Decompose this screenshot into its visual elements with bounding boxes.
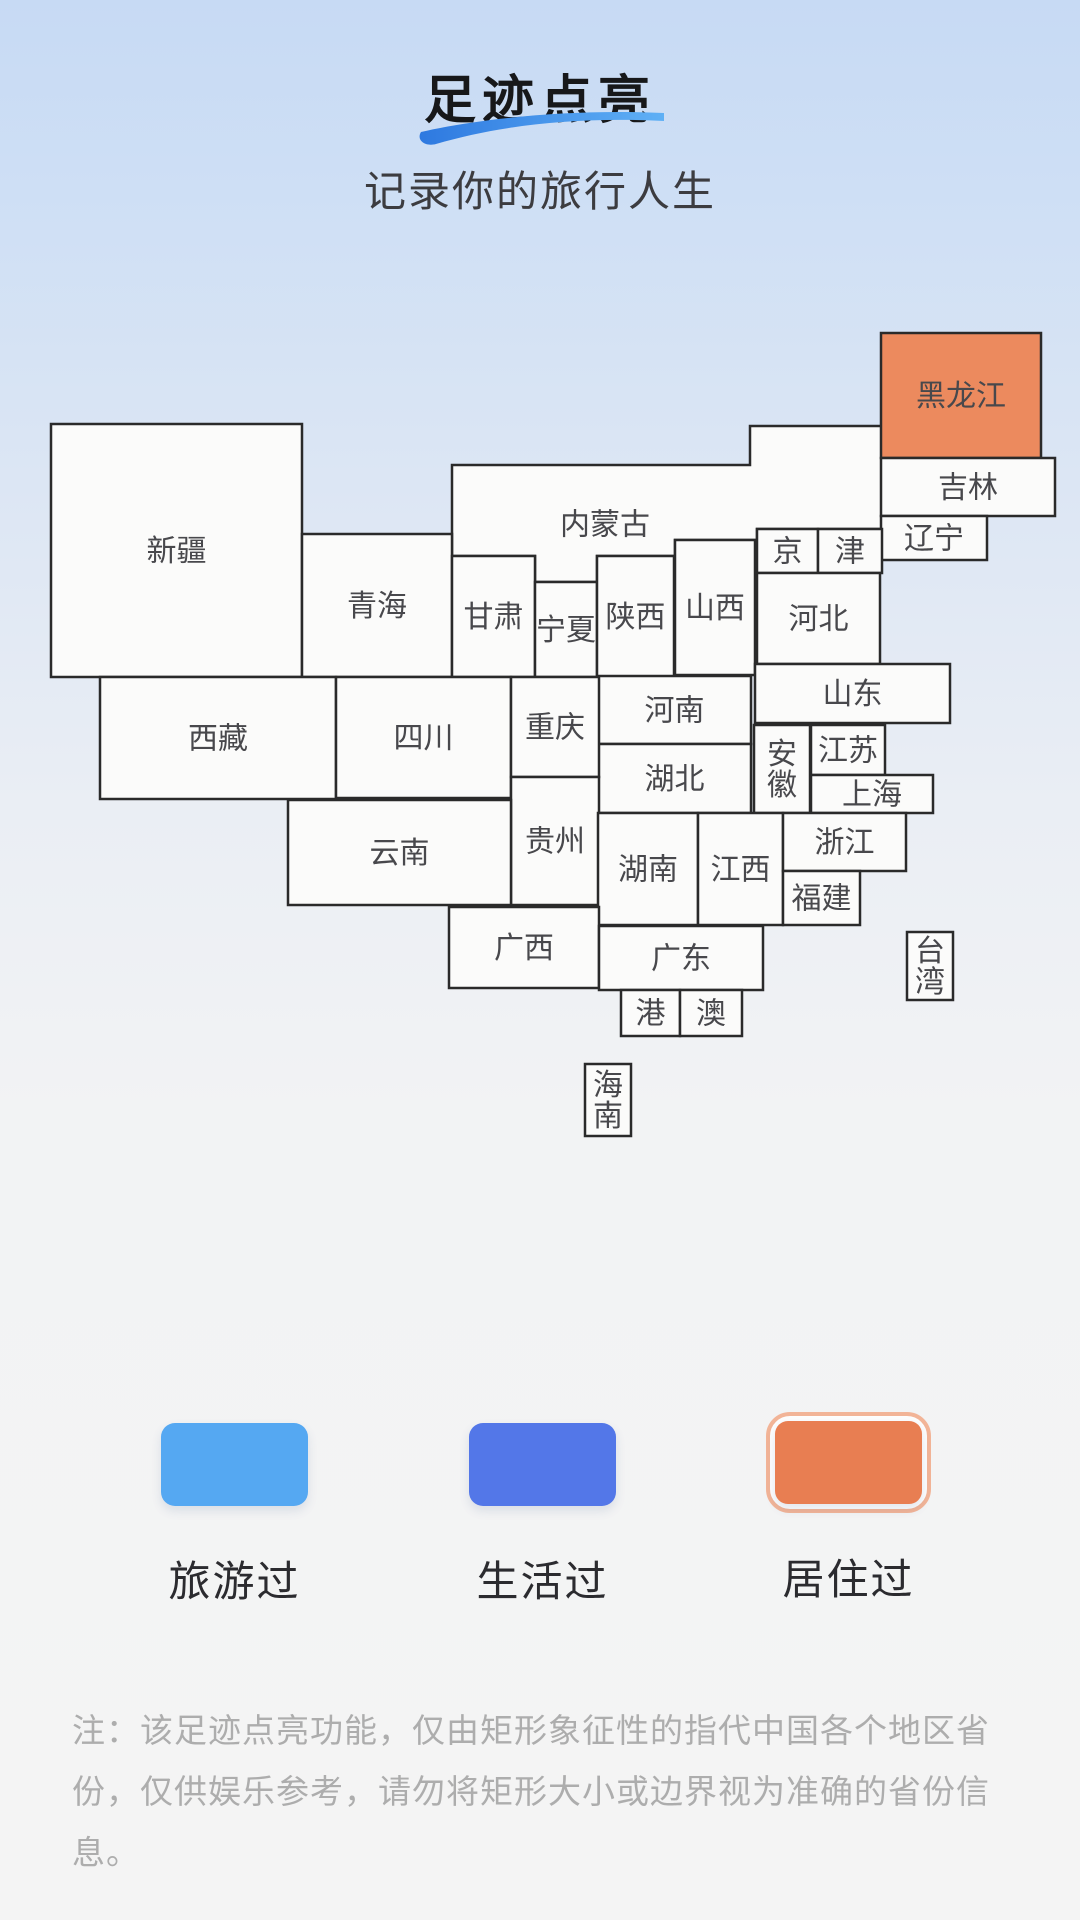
province-xinjiang[interactable]: 新疆 — [49, 422, 304, 679]
province-label: 河北 — [789, 603, 849, 636]
province-label: 津 — [835, 536, 865, 569]
province-fujian[interactable]: 福建 — [781, 869, 862, 927]
province-label: 云南 — [370, 837, 430, 870]
province-taiwan[interactable]: 台湾 — [905, 930, 955, 1002]
province-hainan[interactable]: 海南 — [583, 1062, 633, 1138]
province-label: 甘肃 — [464, 601, 524, 634]
province-label: 内蒙古 — [560, 509, 650, 542]
province-chongqing[interactable]: 重庆 — [509, 675, 601, 779]
province-gansu[interactable]: 甘肃 — [450, 554, 537, 679]
province-label: 澳 — [696, 998, 726, 1031]
legend-label-visited: 旅游过 — [168, 1558, 301, 1605]
resided-swatch-ring — [766, 1412, 931, 1513]
province-label: 辽宁 — [904, 523, 964, 556]
province-anhui[interactable]: 安徽 — [752, 723, 812, 815]
province-heilongjiang[interactable]: 黑龙江 — [879, 331, 1043, 460]
legend-item-visited: 旅游过 — [161, 1423, 308, 1609]
province-shanxi[interactable]: 山西 — [673, 538, 757, 677]
province-hebei[interactable]: 河北 — [755, 571, 882, 666]
province-xianggang[interactable]: 港 — [619, 988, 682, 1038]
province-label: 京 — [773, 536, 803, 569]
province-label: 广东 — [651, 943, 711, 976]
visited-color-swatch — [161, 1423, 308, 1506]
province-label: 河南 — [645, 695, 705, 728]
province-jiangxi[interactable]: 江西 — [696, 811, 785, 927]
province-jilin[interactable]: 吉林 — [879, 456, 1057, 518]
province-label: 青海 — [347, 590, 407, 623]
legend-label-resided: 居住过 — [782, 1556, 915, 1603]
province-label: 重庆 — [525, 712, 585, 745]
province-label: 宁夏 — [536, 614, 596, 647]
province-label: 江苏 — [818, 735, 878, 768]
province-hunan[interactable]: 湖南 — [596, 811, 700, 927]
province-sichuan[interactable]: 四川 — [334, 675, 513, 800]
resided-color-swatch — [775, 1421, 922, 1504]
legend-item-lived: 生活过 — [469, 1423, 616, 1609]
province-guangdong[interactable]: 广东 — [597, 924, 765, 992]
province-hubei[interactable]: 湖北 — [596, 742, 753, 815]
province-label: 海南 — [593, 1069, 623, 1133]
province-liaoning[interactable]: 辽宁 — [879, 514, 989, 562]
province-label: 山西 — [685, 592, 745, 625]
legend-item-resided: 居住过 — [766, 1412, 931, 1607]
province-ningxia[interactable]: 宁夏 — [533, 580, 599, 679]
province-yunnan[interactable]: 云南 — [286, 798, 513, 907]
province-label: 西藏 — [188, 723, 248, 756]
province-guizhou[interactable]: 贵州 — [509, 775, 601, 907]
province-henan[interactable]: 河南 — [596, 674, 753, 746]
province-label: 港 — [636, 998, 666, 1031]
province-shanghai[interactable]: 上海 — [809, 773, 935, 815]
province-label: 安徽 — [767, 738, 797, 802]
province-label: 湖南 — [618, 854, 678, 887]
province-label: 上海 — [842, 779, 902, 812]
legend-label-lived: 生活过 — [476, 1558, 609, 1605]
province-jiangsu[interactable]: 江苏 — [809, 723, 887, 777]
province-label: 陕西 — [606, 601, 666, 634]
province-label: 湖北 — [645, 763, 705, 796]
lived-color-swatch — [469, 1423, 616, 1506]
province-label: 福建 — [792, 883, 852, 916]
province-beijing[interactable]: 京 — [755, 527, 820, 575]
province-label: 广西 — [494, 932, 554, 965]
title-underline-swoosh-icon — [419, 112, 664, 145]
province-label: 贵州 — [525, 826, 585, 859]
province-shaanxi[interactable]: 陕西 — [595, 554, 676, 679]
province-qinghai[interactable]: 青海 — [300, 532, 454, 679]
province-label: 台湾 — [915, 935, 945, 999]
province-shandong[interactable]: 山东 — [753, 662, 952, 725]
province-label: 吉林 — [938, 472, 998, 505]
province-aomen[interactable]: 澳 — [678, 988, 744, 1038]
province-label: 黑龙江 — [916, 380, 1006, 413]
page-subtitle: 记录你的旅行人生 — [363, 168, 716, 215]
province-label: 四川 — [394, 722, 454, 755]
province-zhejiang[interactable]: 浙江 — [781, 811, 908, 873]
province-guangxi[interactable]: 广西 — [447, 905, 601, 990]
province-tianjin[interactable]: 津 — [816, 527, 884, 575]
province-xizang[interactable]: 西藏 — [98, 675, 338, 801]
province-label: 浙江 — [815, 827, 875, 860]
province-label: 山东 — [823, 678, 883, 711]
disclaimer-note: 注：该足迹点亮功能，仅由矩形象征性的指代中国各个地区省份，仅供娱乐参考，请勿将矩… — [72, 1712, 990, 1872]
province-label: 新疆 — [147, 535, 207, 568]
province-label: 江西 — [711, 854, 771, 887]
